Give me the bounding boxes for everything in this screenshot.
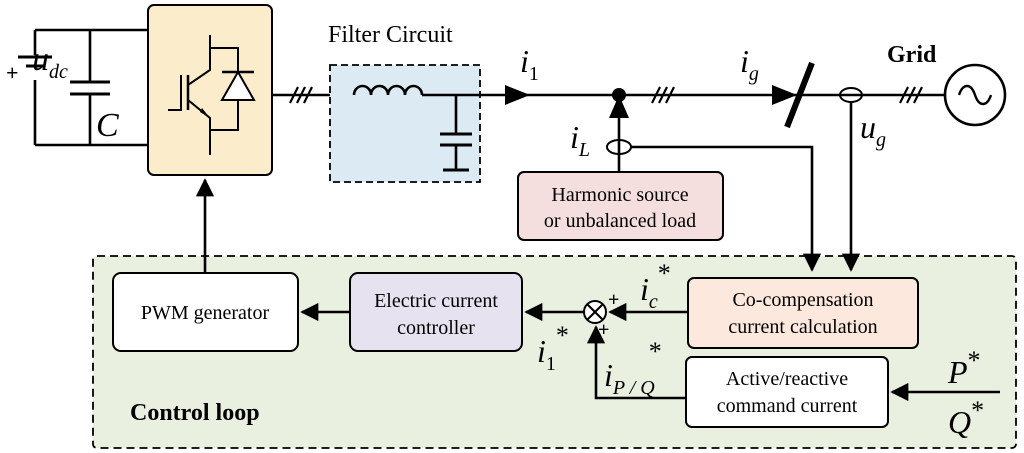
current-controller-block [349, 272, 523, 352]
command-line-2: command current [717, 395, 858, 417]
svg-text:+: + [6, 60, 19, 85]
p-ref-label: P* [947, 346, 981, 390]
udc-label: udc [32, 41, 68, 83]
controller-line-1: Electric current [374, 290, 498, 312]
controller-line-2: controller [397, 317, 475, 339]
ic-ref-label: ic* [640, 259, 671, 313]
three-phase-mark-1 [289, 86, 313, 104]
i1-label: i1 [520, 43, 539, 85]
command-line-1: Active/reactive [726, 368, 848, 390]
harmonic-source-block [517, 171, 724, 241]
three-phase-mark-3 [899, 86, 923, 104]
filter-circuit-box [329, 64, 481, 183]
filter-capacitor-icon [440, 95, 472, 172]
control-loop-label: Control loop [130, 400, 260, 426]
grid-label: Grid [887, 42, 937, 68]
pwm-label: PWM generator [141, 302, 270, 324]
ig-label: ig [740, 43, 759, 85]
ig-arrowhead [772, 85, 797, 105]
igbt-diode-icon [168, 35, 256, 155]
inductor-icon [352, 84, 520, 97]
q-ref-label: Q* [948, 396, 984, 440]
capacitor-label: C [96, 107, 119, 144]
ug-label: ug [860, 109, 886, 151]
inverter-block [147, 4, 273, 176]
dc-source: + [6, 28, 148, 147]
ipq-ref-label: iP / Q* [604, 337, 662, 399]
cocomp-line-1: Co-compensation [732, 289, 873, 311]
iL-label: iL [570, 119, 590, 161]
harmonic-line-2: or unbalanced load [544, 210, 696, 232]
dc-capacitor [70, 30, 110, 145]
ac-source-icon [943, 63, 1007, 127]
plus-sign-top: + [608, 289, 619, 311]
i1-ref-label: i1* [537, 321, 569, 375]
summing-junction-icon [583, 300, 607, 324]
three-phase-mark-2 [651, 86, 675, 104]
i1-arrowhead [505, 85, 530, 105]
plus-sign-bottom: + [598, 319, 609, 341]
filter-circuit-label: Filter Circuit [328, 22, 453, 48]
cocomp-line-2: current calculation [728, 316, 877, 338]
command-current-block [685, 356, 889, 428]
harmonic-line-1: Harmonic source [551, 184, 688, 206]
pcc-bar [784, 61, 815, 129]
